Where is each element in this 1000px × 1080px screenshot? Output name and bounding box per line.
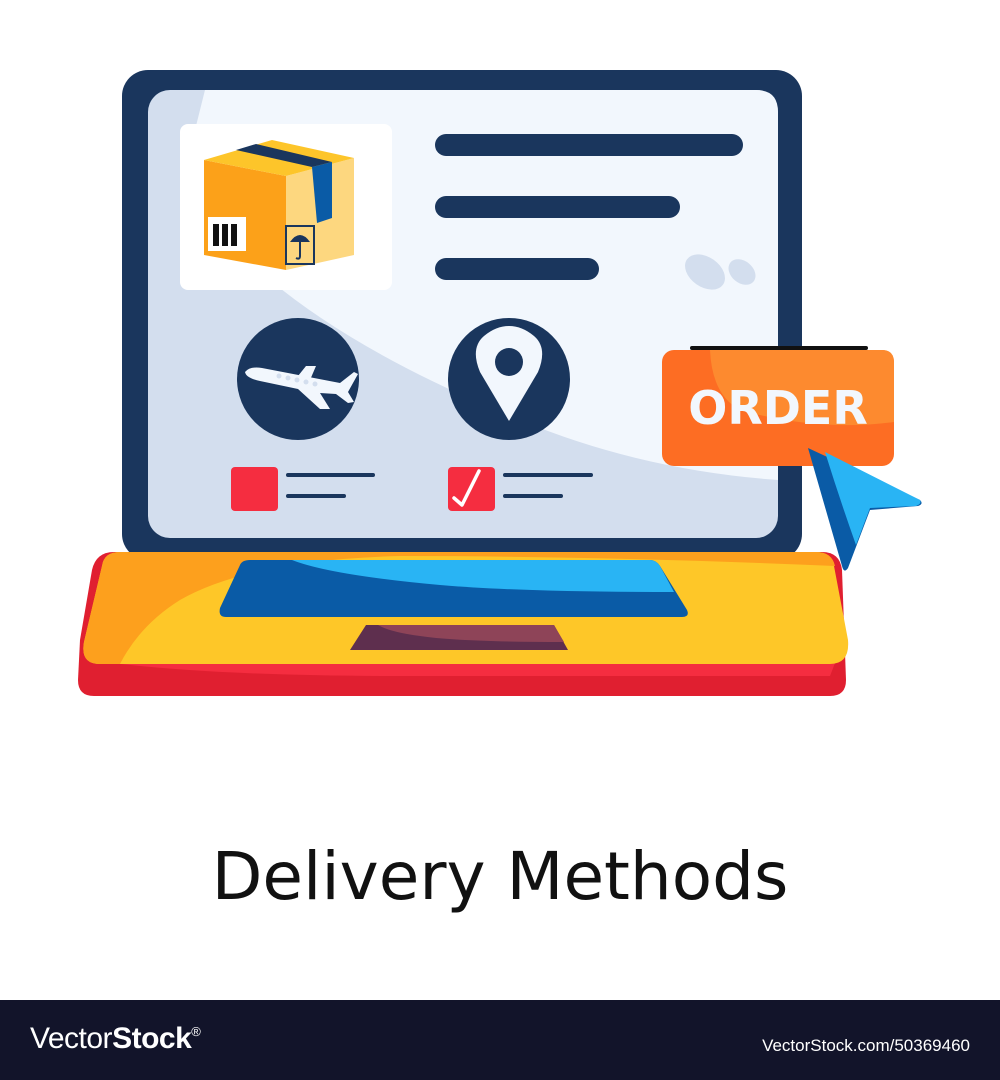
local-delivery-option[interactable]: [448, 318, 593, 511]
laptop-keyboard: [78, 552, 849, 696]
order-button[interactable]: ORDER: [662, 346, 894, 466]
order-details-lines: [435, 134, 743, 280]
air-option-checkbox: [231, 467, 278, 511]
delivery-methods-illustration: ORDER: [78, 70, 922, 696]
brand-bold: Stock: [112, 1022, 192, 1055]
air-delivery-option[interactable]: [231, 318, 375, 511]
checkmark-icon: [452, 469, 481, 507]
order-button-label: ORDER: [688, 381, 868, 435]
location-pin-icon: [475, 326, 543, 421]
vectorstock-logo[interactable]: VectorStock®: [30, 1022, 201, 1056]
pointer-cursor-icon: [808, 448, 922, 571]
registered-mark: ®: [191, 1024, 201, 1039]
airplane-icon: [245, 366, 358, 409]
footer-bar: VectorStock® VectorStock.com/50369460: [0, 1000, 1000, 1080]
product-card: [180, 124, 392, 290]
brand-light: Vector: [30, 1022, 113, 1055]
image-link[interactable]: VectorStock.com/50369460: [762, 1036, 970, 1055]
caption-title: Delivery Methods: [211, 838, 789, 915]
package-box-icon: [204, 140, 354, 270]
